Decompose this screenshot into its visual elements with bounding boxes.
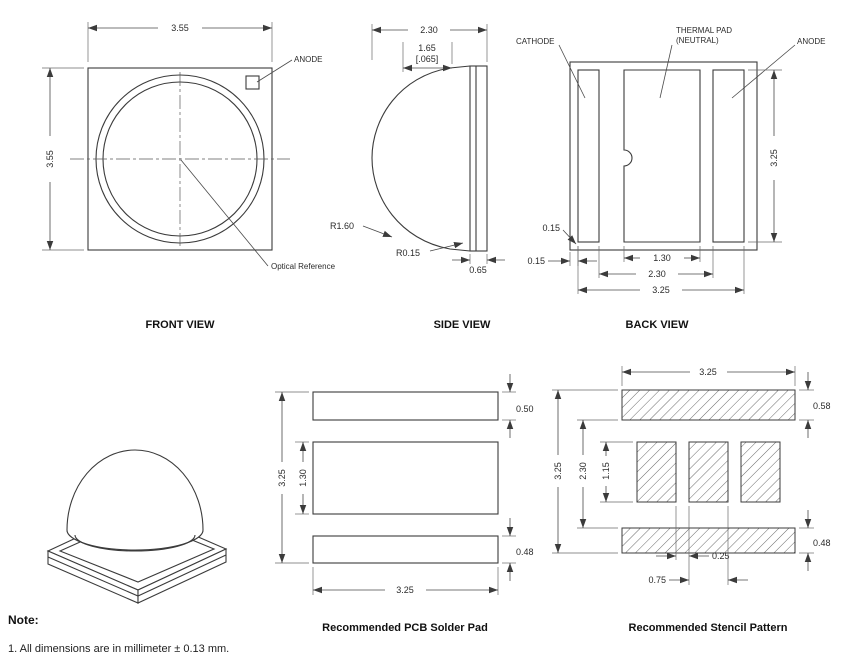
back-dim-thermal-width-text: 1.30: [653, 253, 671, 263]
stencil-center-1: [636, 441, 677, 503]
stencil-dim-inner-height-text: 2.30: [578, 462, 588, 480]
stencil-center-2: [688, 441, 729, 503]
substrate-profile: [469, 65, 488, 252]
side-dim-total-width-text: 2.30: [420, 25, 438, 35]
anode-callout: ANODE: [256, 55, 322, 83]
stencil-dim-width-top: 3.25: [621, 366, 796, 386]
lens-dome-profile: [371, 65, 471, 252]
stencil-dim-center-height: 1.15: [600, 441, 633, 503]
pcb-pad-top: [312, 391, 499, 421]
stencil-dim-bottom-height-text: 0.48: [813, 538, 831, 548]
thermal-callout-sub-text: (NEUTRAL): [676, 36, 719, 45]
back-dim-pad-height: 3.25: [748, 69, 782, 243]
stencil-caption: Recommended Stencil Pattern: [629, 622, 788, 634]
side-view: 2.30 1.65 [.065] R1.60 R0.15 0.65 SIDE V…: [330, 24, 505, 331]
cathode-callout-text: CATHODE: [516, 37, 555, 46]
stencil-view: 3.25 0.58 0.48 3.25 2.30: [552, 366, 831, 634]
back-dim-span-text: 3.25: [652, 285, 670, 295]
stencil-top: [621, 389, 796, 421]
front-view: 3.55 3.55 ANODE Optical Reference FRONT …: [42, 22, 336, 331]
stencil-dim-inner-height: 2.30: [577, 419, 618, 529]
iso-lens-inner-ring: [74, 534, 196, 552]
pcb-pad-caption: Recommended PCB Solder Pad: [322, 622, 488, 634]
note-block: Note: 1. All dimensions are in millimete…: [8, 613, 229, 655]
iso-lens-dome: [66, 449, 204, 551]
stencil-dim-top-height-text: 0.58: [813, 401, 831, 411]
iso-layer-line: [47, 554, 227, 597]
pcb-dim-top-height-text: 0.50: [516, 404, 534, 414]
pcb-dim-width-text: 3.25: [396, 585, 414, 595]
cathode-pad: [577, 69, 600, 243]
stencil-bottom: [621, 527, 796, 554]
stencil-center-3: [740, 441, 781, 503]
front-dim-height-text: 3.55: [45, 150, 55, 168]
anode-callout-back: ANODE: [731, 37, 825, 99]
pcb-dim-width: 3.25: [312, 567, 499, 595]
stencil-dim-top-height: 0.58: [799, 372, 831, 438]
side-radius-corner-text: R0.15: [396, 248, 420, 258]
back-dim-gap-a: 0.15: [542, 223, 577, 245]
stencil-dim-total-height: 3.25: [552, 389, 618, 554]
pcb-dim-top-height: 0.50: [502, 374, 534, 438]
stencil-dim-segment: 0.75: [648, 506, 748, 585]
side-view-caption: SIDE VIEW: [434, 319, 491, 331]
anode-pad: [712, 69, 745, 243]
note-item-1: 1. All dimensions are in millimeter ± 0.…: [8, 643, 229, 655]
stencil-dim-gap: 0.25: [656, 506, 730, 561]
back-dim-pitch: 2.30: [598, 246, 714, 279]
pcb-dim-bottom-height-text: 0.48: [516, 547, 534, 557]
front-dim-width: 3.55: [87, 22, 273, 62]
front-view-caption: FRONT VIEW: [145, 319, 215, 331]
pcb-dim-center-height-text: 1.30: [298, 469, 308, 487]
side-dim-lens-mm-text: 1.65: [418, 43, 436, 53]
back-dim-gap-a-text: 0.15: [542, 223, 560, 233]
back-dim-gap-b-text: 0.15: [527, 256, 545, 266]
stencil-dim-bottom-height: 0.48: [799, 510, 831, 571]
side-radius-corner: R0.15: [396, 241, 464, 258]
optical-reference-text: Optical Reference: [271, 262, 336, 271]
pcb-dim-center-height: 1.30: [295, 441, 309, 515]
thermal-callout: THERMAL PAD (NEUTRAL): [659, 26, 732, 99]
side-dim-thickness: 0.65: [452, 254, 505, 275]
thermal-callout-text: THERMAL PAD: [676, 26, 732, 35]
side-radius-lens-text: R1.60: [330, 221, 354, 231]
back-view-caption: BACK VIEW: [626, 319, 690, 331]
front-dim-height: 3.55: [42, 67, 84, 251]
anode-callout-back-text: ANODE: [797, 37, 825, 46]
optical-reference-callout: Optical Reference: [180, 159, 336, 271]
pcb-dim-total-height-text: 3.25: [277, 469, 287, 487]
thermal-pad: [623, 69, 701, 243]
side-radius-lens: R1.60: [330, 221, 393, 238]
front-dim-width-text: 3.55: [171, 23, 189, 33]
pcb-dim-bottom-height: 0.48: [502, 518, 534, 581]
back-dim-pad-height-text: 3.25: [769, 149, 779, 167]
pcb-pad-view: 0.50 0.48 1.30 3.25 3.25: [275, 374, 534, 634]
anode-callout-text: ANODE: [294, 55, 322, 64]
pcb-pad-bottom: [312, 535, 499, 564]
stencil-dim-center-height-text: 1.15: [601, 462, 611, 480]
pcb-dim-total-height: 3.25: [275, 391, 309, 564]
stencil-dim-total-height-text: 3.25: [553, 462, 563, 480]
side-dim-lens-width: 1.65 [.065]: [402, 42, 453, 72]
back-dim-pitch-text: 2.30: [648, 269, 666, 279]
side-dim-lens-in-text: [.065]: [416, 54, 439, 64]
pcb-pad-center: [312, 441, 499, 515]
stencil-dim-segment-text: 0.75: [648, 575, 666, 585]
note-title: Note:: [8, 613, 39, 627]
cathode-callout: CATHODE: [516, 37, 586, 99]
isometric-view: [46, 449, 228, 604]
back-dim-span: 3.25: [577, 246, 745, 295]
side-dim-total-width: 2.30: [371, 24, 488, 62]
anode-marker: [245, 75, 260, 90]
back-dim-thermal-width: 1.30: [623, 246, 701, 263]
stencil-dim-gap-text: 0.25: [712, 551, 730, 561]
side-dim-thickness-text: 0.65: [469, 265, 487, 275]
back-view: CATHODE THERMAL PAD (NEUTRAL) ANODE 3.25…: [516, 26, 825, 331]
stencil-dim-width-top-text: 3.25: [699, 367, 717, 377]
